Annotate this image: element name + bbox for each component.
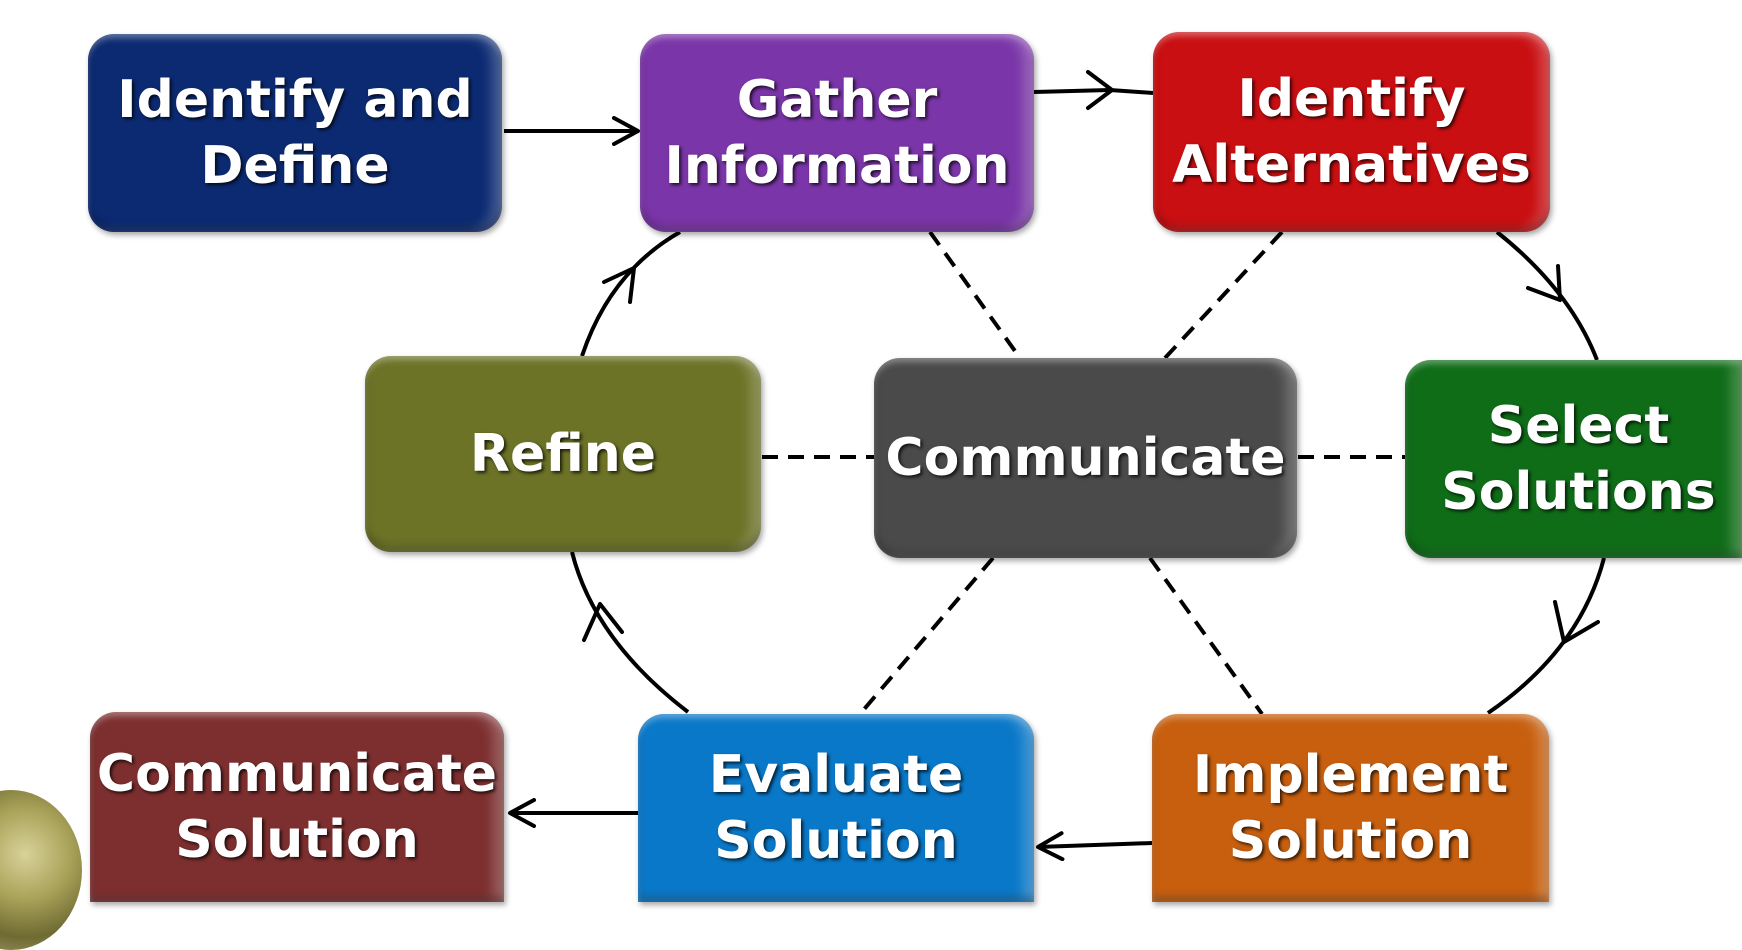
identify-alternatives-box: Identify Alternatives	[1153, 32, 1550, 232]
select-solutions-line1: Select	[1487, 396, 1670, 456]
arc-select-to-implement	[1486, 557, 1606, 715]
evaluate-solution-box: Evaluate Solution	[638, 714, 1034, 902]
connector-layer	[504, 70, 1606, 862]
implement-solution-line1: Implement	[1192, 745, 1509, 805]
implement-solution-line2: Solution	[1228, 811, 1473, 871]
select-solutions-line2: Solutions	[1441, 462, 1716, 522]
identify-alternatives-line2: Alternatives	[1172, 135, 1531, 195]
refine-box: Refine	[365, 356, 761, 552]
communicate-solution-line1: Communicate	[96, 744, 498, 804]
implement-solution-box: Implement Solution	[1152, 714, 1549, 902]
arc-refine-to-gather	[580, 230, 681, 357]
refine-label: Refine	[469, 424, 657, 484]
communicate-center-box: Communicate	[874, 358, 1297, 558]
gather-information-line1: Gather	[736, 70, 938, 130]
arrow-gather-to-alternatives	[1033, 87, 1154, 95]
identify-alternatives-line1: Identify	[1237, 69, 1466, 129]
arrowhead-evaluate-to-refine	[582, 602, 624, 642]
arc-evaluate-to-refine	[570, 551, 690, 714]
design-process-diagram: Identify and Define Gather Information I…	[0, 32, 1742, 950]
communicate-solution-box: Communicate Solution	[90, 712, 504, 902]
dashed-links	[762, 230, 1406, 716]
communicate-solution-line2: Solution	[175, 810, 419, 870]
arrow-implement-to-evaluate	[1036, 831, 1153, 862]
identify-and-define-box: Identify and Define	[88, 34, 502, 232]
identify-and-define-line2: Define	[200, 136, 390, 196]
evaluate-solution-line1: Evaluate	[708, 745, 964, 805]
arrowhead-alternatives-to-select	[1526, 264, 1562, 302]
arrowhead-refine-to-gather	[602, 266, 636, 304]
select-solutions-box: Select Solutions	[1405, 360, 1742, 558]
communicate-center-label: Communicate	[885, 428, 1286, 488]
arrowhead-select-to-implement	[1553, 600, 1600, 644]
gather-information-box: Gather Information	[640, 34, 1034, 232]
evaluate-solution-line2: Solution	[714, 811, 958, 871]
identify-and-define-line1: Identify and	[117, 70, 473, 130]
arrowhead-gather-to-alternatives	[1086, 70, 1114, 110]
gather-information-line2: Information	[664, 136, 1010, 196]
